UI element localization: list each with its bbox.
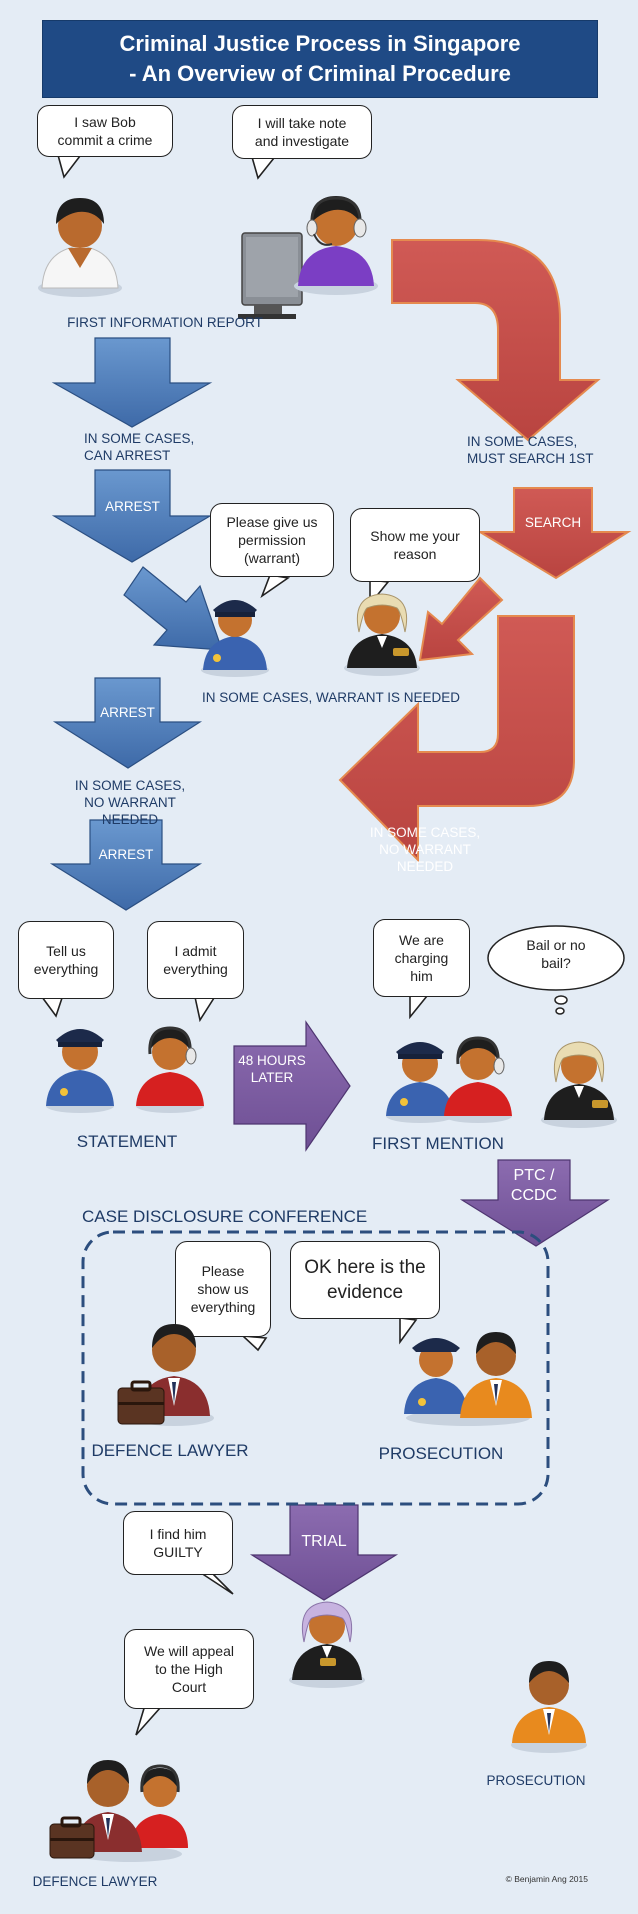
- bubble-warrant-request: Please give us permission (warrant): [210, 503, 334, 577]
- arrow-label-arrest-3: ARREST: [98, 847, 154, 862]
- arrow-label-48-hours: 48 HOURS LATER: [238, 1053, 306, 1085]
- call-operator-icon: [294, 196, 378, 295]
- lawyer-icon: [49, 1760, 188, 1862]
- bubble-admit: I admit everything: [147, 921, 244, 999]
- bubble-saw-bob: I saw Bob commit a crime: [37, 105, 173, 157]
- accused-icon: [444, 1036, 512, 1123]
- judge-icon: [541, 1041, 617, 1128]
- prosecutor-icon: [404, 1332, 532, 1426]
- label-no-warrant-left: IN SOME CASES, NO WARRANT NEEDED: [74, 778, 186, 827]
- witness-icon: [38, 198, 122, 297]
- police-officer-icon: [201, 600, 269, 677]
- conference-box: [81, 1230, 550, 1506]
- title-line-1: Criminal Justice Process in Singapore: [119, 31, 521, 56]
- arrow-label-ptc-ccdc: PTC / CCDC: [510, 1167, 558, 1204]
- label-prosecution-1: PROSECUTION: [378, 1444, 504, 1463]
- red-arrows: [338, 239, 632, 863]
- thought-bail: Bail or no bail?: [526, 937, 586, 971]
- bubble-show-reason: Show me your reason: [350, 508, 480, 582]
- arrow-label-arrest-1: ARREST: [105, 499, 160, 514]
- police-officer-icon: [46, 1029, 114, 1113]
- label-prosecution-2: PROSECUTION: [486, 1773, 586, 1788]
- purple-arrows: [233, 1020, 611, 1601]
- bubble-guilty: I find him GUILTY: [123, 1511, 233, 1575]
- label-first-information-report: FIRST INFORMATION REPORT: [67, 315, 263, 330]
- label-warrant-needed: IN SOME CASES, WARRANT IS NEEDED: [201, 690, 461, 705]
- label-must-search: IN SOME CASES, MUST SEARCH 1ST: [467, 434, 594, 466]
- label-case-disclosure-conference: CASE DISCLOSURE CONFERENCE: [82, 1207, 368, 1226]
- arrow-label-no-warrant-right: IN SOME CASES, NO WARRANT NEEDED: [369, 825, 481, 874]
- label-defence-lawyer-2: DEFENCE LAWYER: [32, 1874, 158, 1889]
- arrow-label-arrest-2: ARREST: [100, 705, 155, 720]
- arrow-label-search: SEARCH: [524, 515, 582, 530]
- judge-icon: [344, 593, 420, 676]
- title-banner: Criminal Justice Process in Singapore - …: [42, 20, 598, 98]
- label-first-mention: FIRST MENTION: [372, 1134, 504, 1153]
- bubble-show-us: Please show us everything: [175, 1241, 271, 1337]
- bubble-appeal: We will appeal to the High Court: [124, 1629, 254, 1709]
- thought-cloud: [487, 925, 625, 1015]
- prosecutor-icon: [511, 1661, 587, 1753]
- label-defence-lawyer-1: DEFENCE LAWYER: [91, 1441, 249, 1460]
- bubble-take-note: I will take note and investigate: [232, 105, 372, 159]
- title-line-2: - An Overview of Criminal Procedure: [129, 61, 511, 86]
- police-officer-icon: [386, 1042, 454, 1123]
- lawyer-icon: [117, 1324, 214, 1426]
- bubble-charging: We are charging him: [373, 919, 470, 997]
- blue-arrows: [49, 337, 223, 911]
- briefcase-icon: [117, 1380, 165, 1425]
- bubble-evidence: OK here is the evidence: [290, 1241, 440, 1319]
- arrow-label-trial: TRIAL: [301, 1533, 347, 1550]
- bubble-tell-us: Tell us everything: [18, 921, 114, 999]
- label-some-cases-arrest: IN SOME CASES, CAN ARREST: [84, 431, 195, 463]
- accused-icon: [136, 1026, 204, 1113]
- copyright-text: © Benjamin Ang 2015: [505, 1874, 588, 1884]
- judge-icon: [289, 1601, 365, 1688]
- label-statement: STATEMENT: [76, 1132, 178, 1151]
